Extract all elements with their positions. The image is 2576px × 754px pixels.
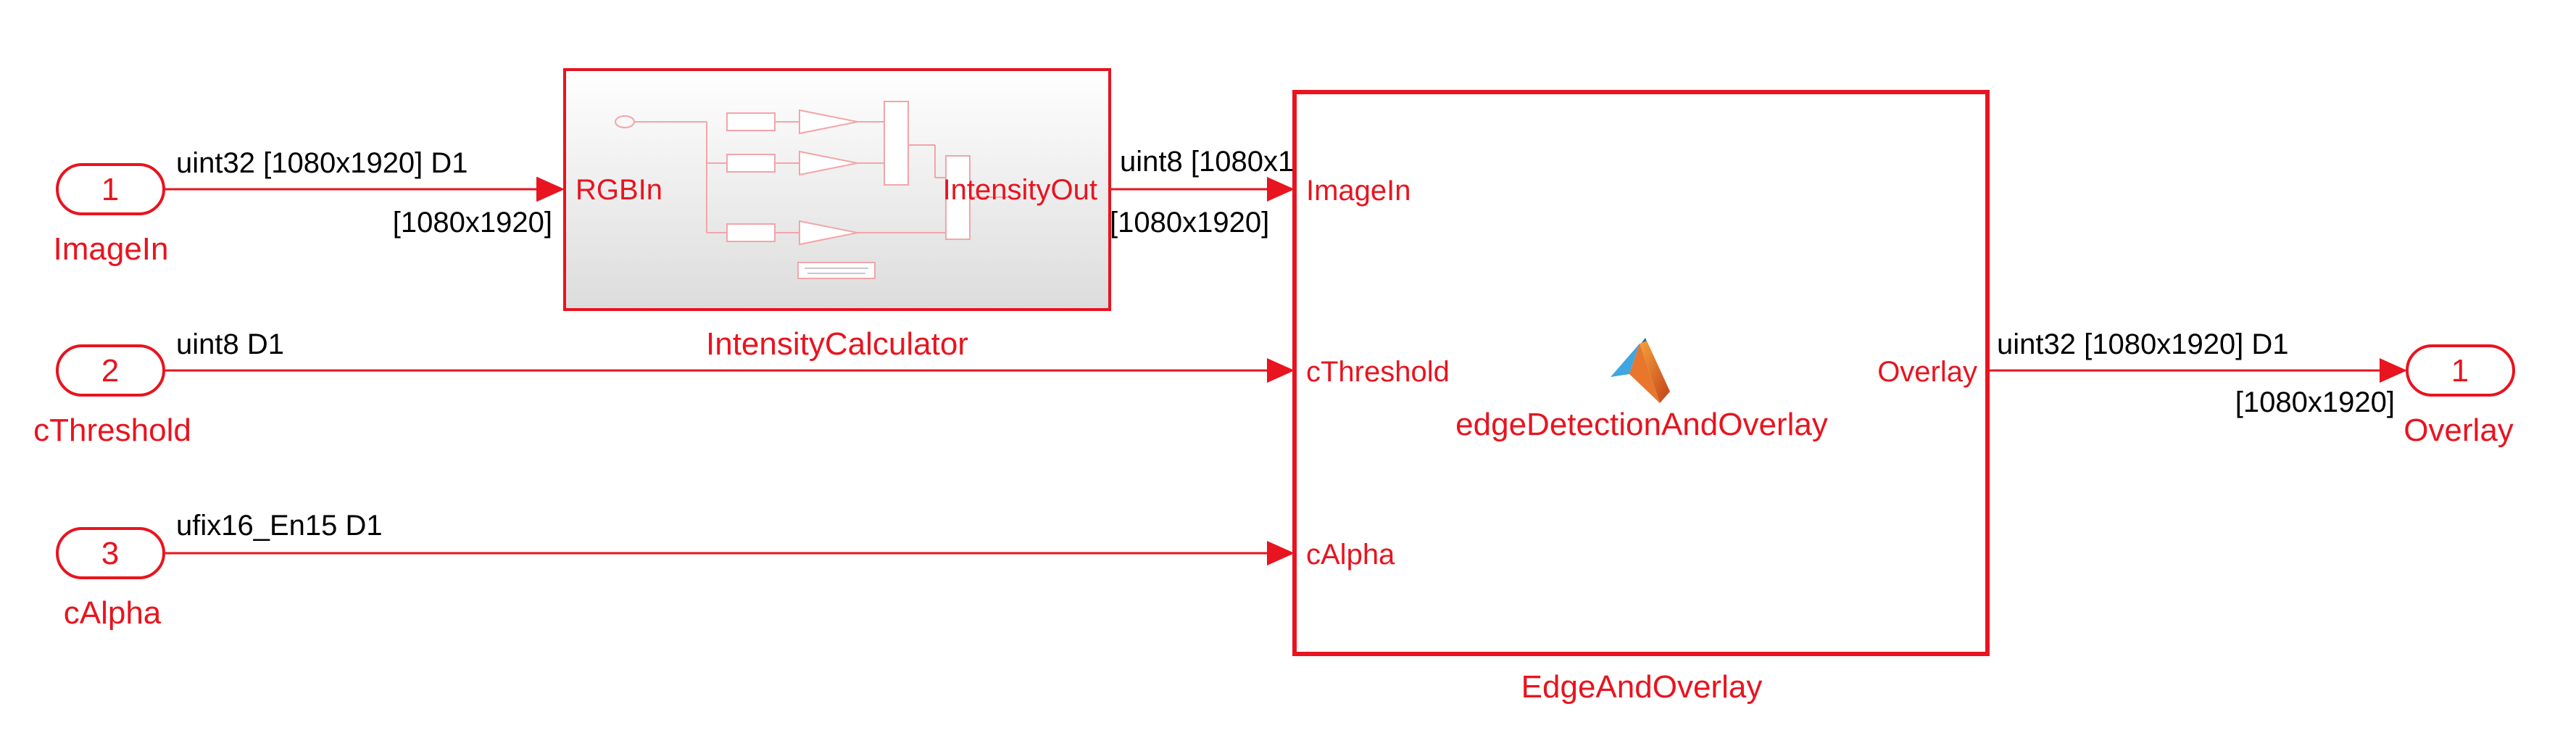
intensity-calculator-block[interactable]: RGBIn IntensityOut bbox=[537, 68, 1111, 311]
signal-label-imagein: uint32 [1080x1920] D1 bbox=[176, 147, 468, 179]
signal-label-overlay: uint32 [1080x1920] D1 bbox=[1997, 328, 2289, 360]
intensity-calculator-name: IntensityCalculator bbox=[706, 326, 968, 362]
dims-label-intensity: [1080x1920] bbox=[1110, 207, 1269, 239]
signal-label-calpha: ufix16_En15 D1 bbox=[176, 510, 383, 542]
dims-label-overlay: [1080x1920] bbox=[2235, 386, 2395, 418]
arrowhead bbox=[1267, 541, 1295, 566]
inport-2-number: 2 bbox=[101, 353, 119, 389]
matlab-logo-icon bbox=[1611, 338, 1670, 403]
port-rgbin-label: RGBIn bbox=[576, 174, 662, 206]
port-intensityout-label: IntensityOut bbox=[943, 174, 1097, 206]
inport-1-number: 1 bbox=[101, 172, 119, 207]
dims-label-imagein: [1080x1920] bbox=[393, 207, 552, 239]
arrowhead bbox=[2380, 358, 2407, 383]
inport-imagein[interactable]: 1 bbox=[56, 163, 165, 215]
inport-calpha[interactable]: 3 bbox=[56, 527, 165, 579]
edge-and-overlay-name: EdgeAndOverlay bbox=[1521, 669, 1763, 705]
inport-cthreshold[interactable]: 2 bbox=[56, 344, 165, 397]
inport-2-name: cThreshold bbox=[33, 413, 191, 448]
outport-1-number: 1 bbox=[2451, 353, 2469, 389]
port-imagein-label: ImageIn bbox=[1306, 175, 1411, 207]
inport-3-number: 3 bbox=[101, 536, 119, 571]
port-overlay-label: Overlay bbox=[1877, 356, 1977, 388]
outport-overlay[interactable]: 1 bbox=[2406, 344, 2515, 397]
subsystem-thumbnail bbox=[615, 101, 1011, 279]
rgbin-port-arrow bbox=[537, 177, 565, 202]
port-calpha-label: cAlpha bbox=[1306, 539, 1395, 571]
edge-and-overlay-block[interactable]: ImageIn cThreshold cAlpha Overlay edgeDe… bbox=[1292, 90, 1990, 656]
outport-1-name: Overlay bbox=[2403, 413, 2514, 448]
inport-1-name: ImageIn bbox=[54, 231, 169, 267]
inport-3-name: cAlpha bbox=[64, 595, 162, 631]
signal-label-cthreshold: uint8 D1 bbox=[176, 328, 284, 360]
arrowhead bbox=[1267, 177, 1295, 202]
function-name: edgeDetectionAndOverlay bbox=[1455, 407, 1828, 442]
arrowhead bbox=[1267, 358, 1295, 383]
port-cthreshold-label: cThreshold bbox=[1306, 356, 1450, 388]
